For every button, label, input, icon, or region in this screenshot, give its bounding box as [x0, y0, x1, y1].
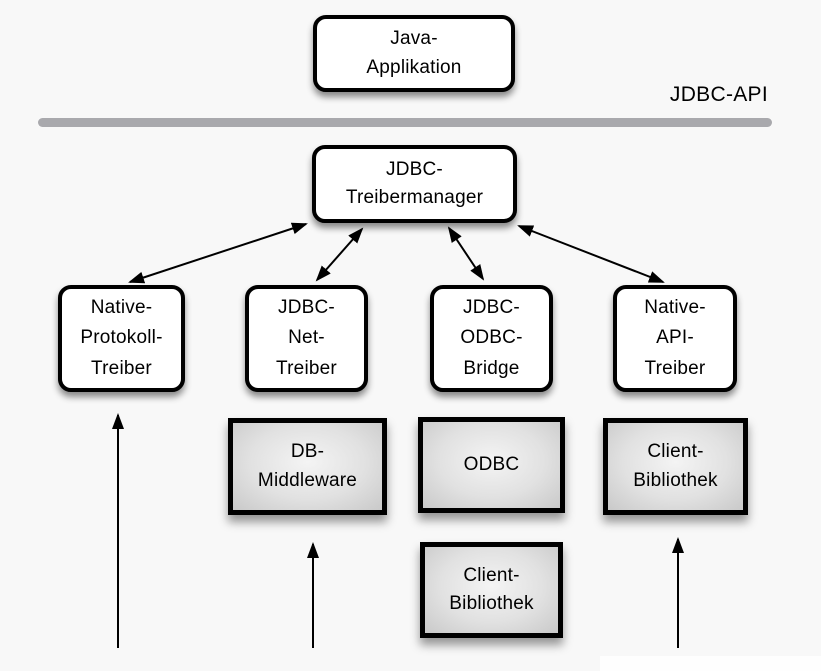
arrow-manager-jdbc-net-driver: [315, 227, 364, 282]
node-native-api-driver: Native- API- Treiber: [613, 285, 737, 392]
jdbc-api-label: JDBC-API: [669, 83, 768, 106]
node-client-library-bottom: Client- Bibliothek: [420, 542, 563, 638]
bottom-right-sheet-edge: [600, 656, 821, 671]
node-java-application: Java- Applikation: [313, 15, 515, 92]
node-db-middleware: DB- Middleware: [228, 418, 387, 515]
arrow-manager-native-api-driver: [517, 225, 665, 283]
node-odbc: ODBC: [418, 417, 565, 513]
node-jdbc-driver-manager: JDBC- Treibermanager: [312, 145, 517, 223]
node-jdbc-net-driver: JDBC- Net- Treiber: [245, 285, 368, 392]
arrow-manager-native-protocol-driver: [128, 222, 308, 284]
node-jdbc-odbc-bridge: JDBC- ODBC- Bridge: [430, 285, 553, 392]
node-native-protocol-driver: Native- Protokoll- Treiber: [58, 285, 185, 392]
node-client-library-right: Client- Bibliothek: [603, 418, 748, 515]
arrow-manager-jdbc-odbc-bridge: [447, 226, 485, 281]
jdbc-api-separator-line: [38, 118, 772, 127]
